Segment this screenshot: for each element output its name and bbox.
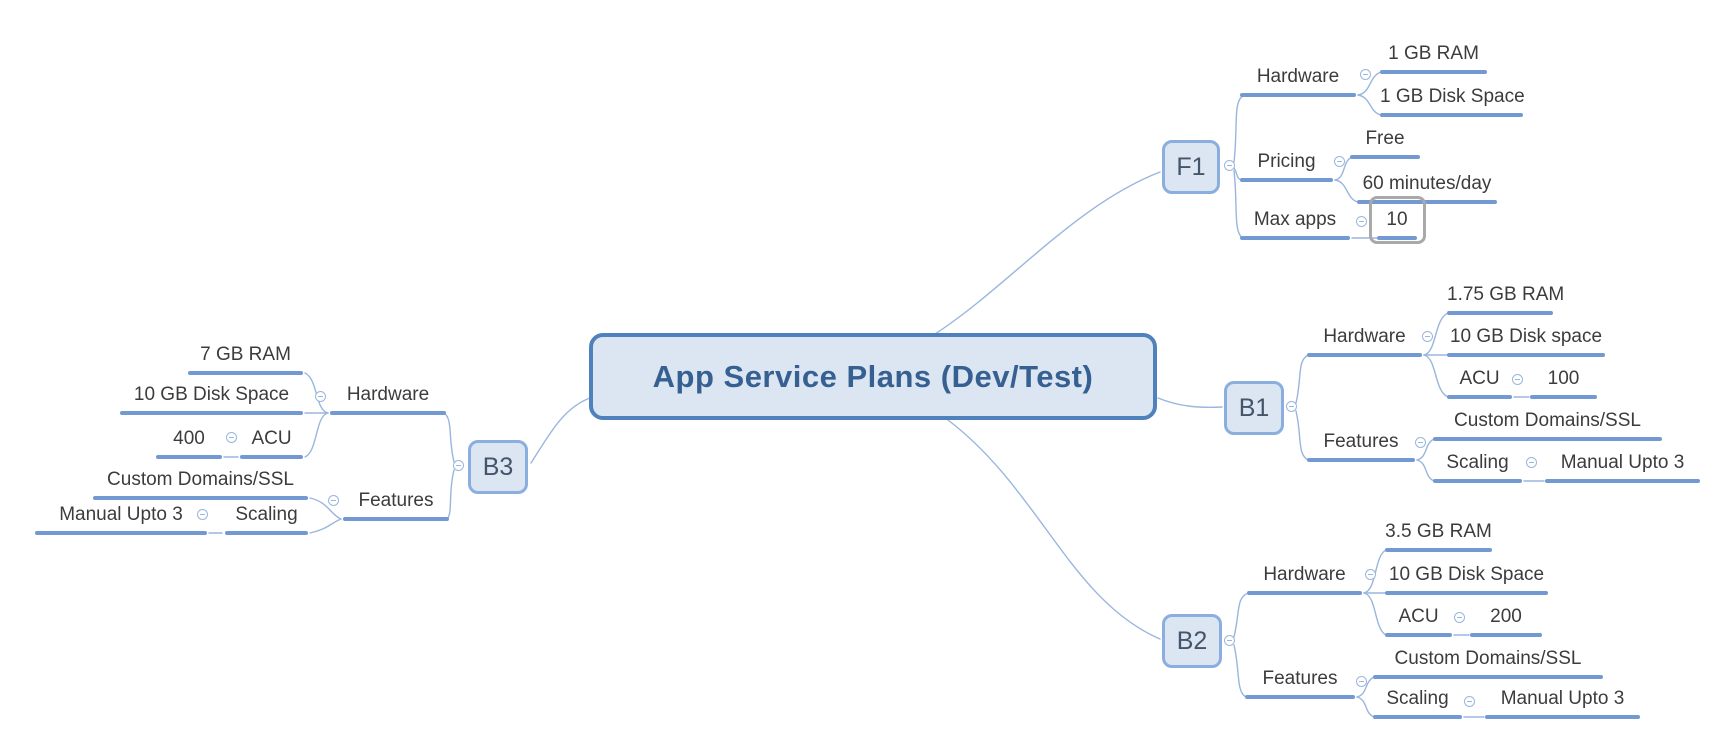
underline-b2-acu xyxy=(1385,633,1452,637)
underline-b3-ssl xyxy=(93,496,308,500)
topic-b3-features[interactable]: Features xyxy=(358,490,434,511)
topic-f1-pricing[interactable]: Pricing xyxy=(1257,151,1316,172)
topic-b3-disk[interactable]: 10 GB Disk Space xyxy=(133,384,290,405)
collapse-icon[interactable] xyxy=(1286,401,1297,412)
topic-b1-scaling[interactable]: Scaling xyxy=(1446,452,1509,473)
underline-b1-acu-value xyxy=(1530,395,1597,399)
underline-b2-ram xyxy=(1385,548,1492,552)
underline-f1-maxapps-value xyxy=(1377,236,1417,240)
underline-b1-hardware xyxy=(1307,353,1422,357)
topic-b1-hardware[interactable]: Hardware xyxy=(1323,326,1406,347)
underline-b3-scaling xyxy=(225,531,308,535)
topic-b3-scaling[interactable]: Scaling xyxy=(235,504,298,525)
underline-b2-disk xyxy=(1385,591,1548,595)
topic-b2-hardware[interactable]: Hardware xyxy=(1263,564,1346,585)
topic-f1-limit[interactable]: 60 minutes/day xyxy=(1362,173,1492,194)
topic-b2-scaling-value[interactable]: Manual Upto 3 xyxy=(1500,688,1625,709)
node-b3[interactable]: B3 xyxy=(468,440,528,494)
underline-b3-scaling-value xyxy=(35,531,207,535)
underline-b3-ram xyxy=(188,371,303,375)
topic-b1-disk[interactable]: 10 GB Disk space xyxy=(1449,326,1603,347)
collapse-icon[interactable] xyxy=(453,460,464,471)
topic-f1-hardware[interactable]: Hardware xyxy=(1256,66,1340,87)
topic-b3-acu[interactable]: ACU xyxy=(251,428,292,449)
topic-f1-maxapps[interactable]: Max apps xyxy=(1253,209,1337,230)
topic-b1-ssl[interactable]: Custom Domains/SSL xyxy=(1454,410,1641,431)
node-b2[interactable]: B2 xyxy=(1162,614,1222,668)
topic-f1-free[interactable]: Free xyxy=(1365,128,1405,149)
topic-f1-maxapps-value[interactable]: 10 xyxy=(1386,209,1408,230)
topic-b1-scaling-value[interactable]: Manual Upto 3 xyxy=(1560,452,1685,473)
collapse-icon[interactable] xyxy=(1512,374,1523,385)
topic-b2-features[interactable]: Features xyxy=(1262,668,1338,689)
underline-b2-scaling xyxy=(1373,715,1462,719)
underline-b3-disk xyxy=(120,411,303,415)
topic-b1-acu[interactable]: ACU xyxy=(1459,368,1500,389)
underline-b3-acu-value xyxy=(156,455,222,459)
collapse-icon[interactable] xyxy=(1422,331,1433,342)
collapse-icon[interactable] xyxy=(1360,69,1371,80)
underline-b2-hardware xyxy=(1247,591,1362,595)
selected-topic-indicator xyxy=(1369,196,1426,244)
underline-b2-scaling-value xyxy=(1485,715,1640,719)
topic-b2-ram[interactable]: 3.5 GB RAM xyxy=(1385,521,1492,542)
collapse-icon[interactable] xyxy=(1356,676,1367,687)
collapse-icon[interactable] xyxy=(1365,569,1376,580)
underline-f1-hardware xyxy=(1240,93,1356,97)
topic-b1-acu-value[interactable]: 100 xyxy=(1547,368,1580,389)
collapse-icon[interactable] xyxy=(1356,216,1367,227)
underline-b1-features xyxy=(1307,458,1415,462)
topic-b3-scaling-value[interactable]: Manual Upto 3 xyxy=(59,504,183,525)
collapse-icon[interactable] xyxy=(1415,437,1426,448)
topic-f1-disk[interactable]: 1 GB Disk Space xyxy=(1380,86,1525,107)
node-f1[interactable]: F1 xyxy=(1162,140,1220,194)
underline-b2-acu-value xyxy=(1470,633,1542,637)
collapse-icon[interactable] xyxy=(197,509,208,520)
topic-b2-disk[interactable]: 10 GB Disk Space xyxy=(1388,564,1545,585)
underline-b1-disk xyxy=(1447,353,1605,357)
underline-b2-ssl xyxy=(1373,675,1603,679)
collapse-icon[interactable] xyxy=(1464,696,1475,707)
underline-b3-acu xyxy=(240,455,303,459)
underline-f1-disk xyxy=(1380,113,1523,117)
underline-b1-scaling xyxy=(1433,479,1522,483)
underline-b1-acu xyxy=(1447,395,1512,399)
underline-b1-scaling-value xyxy=(1545,479,1700,483)
underline-f1-free xyxy=(1350,155,1420,159)
collapse-icon[interactable] xyxy=(1224,160,1235,171)
collapse-icon[interactable] xyxy=(1526,457,1537,468)
topic-b1-ram[interactable]: 1.75 GB RAM xyxy=(1447,284,1565,305)
topic-b2-acu-value[interactable]: 200 xyxy=(1490,606,1522,627)
central-topic[interactable]: App Service Plans (Dev/Test) xyxy=(589,333,1157,420)
underline-f1-pricing xyxy=(1240,178,1333,182)
collapse-icon[interactable] xyxy=(226,432,237,443)
underline-b1-ram xyxy=(1447,311,1553,315)
collapse-icon[interactable] xyxy=(328,495,339,506)
underline-b1-ssl xyxy=(1433,437,1662,441)
topic-b3-ssl[interactable]: Custom Domains/SSL xyxy=(107,469,294,490)
topic-b2-acu[interactable]: ACU xyxy=(1398,606,1439,627)
node-b1[interactable]: B1 xyxy=(1224,381,1284,435)
underline-b2-features xyxy=(1245,695,1355,699)
topic-b3-acu-value[interactable]: 400 xyxy=(173,428,205,449)
underline-f1-ram xyxy=(1380,70,1487,74)
underline-b3-hardware xyxy=(330,411,446,415)
underline-f1-maxapps xyxy=(1240,236,1350,240)
topic-b3-ram[interactable]: 7 GB RAM xyxy=(200,344,291,365)
topic-f1-ram[interactable]: 1 GB RAM xyxy=(1388,43,1479,64)
collapse-icon[interactable] xyxy=(1334,156,1345,167)
collapse-icon[interactable] xyxy=(315,391,326,402)
topic-b2-ssl[interactable]: Custom Domains/SSL xyxy=(1394,648,1582,669)
collapse-icon[interactable] xyxy=(1454,612,1465,623)
topic-b3-hardware[interactable]: Hardware xyxy=(346,384,430,405)
underline-b3-features xyxy=(343,517,449,521)
collapse-icon[interactable] xyxy=(1224,635,1235,646)
topic-b2-scaling[interactable]: Scaling xyxy=(1386,688,1449,709)
underline-f1-limit xyxy=(1357,200,1497,204)
topic-b1-features[interactable]: Features xyxy=(1323,431,1399,452)
